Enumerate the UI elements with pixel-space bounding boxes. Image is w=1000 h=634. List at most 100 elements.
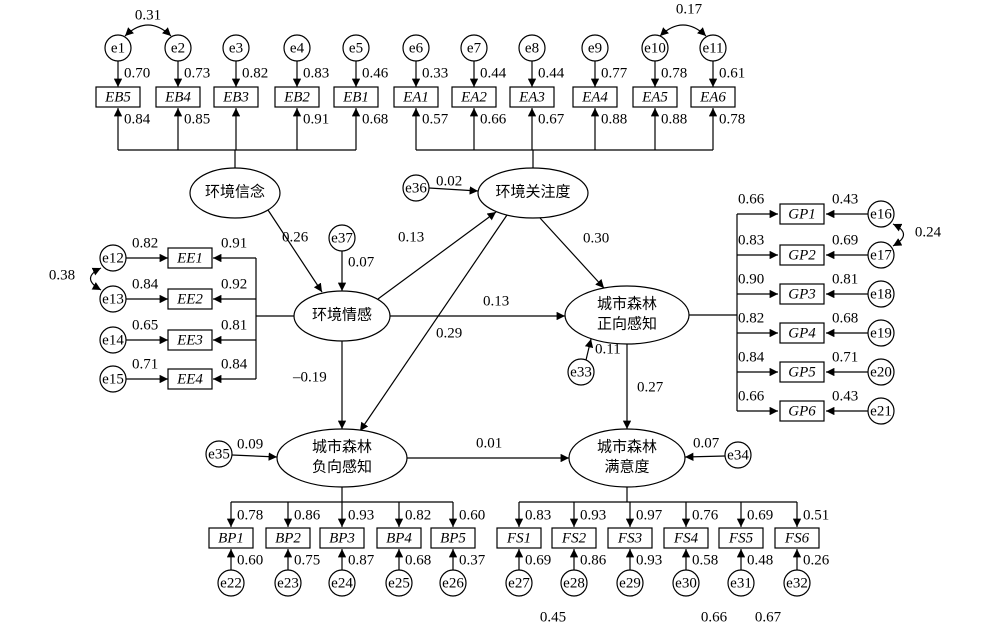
fs_items-error-circle [727,569,755,597]
gp-indicator-box [779,361,825,383]
path-ee-ea-arrow [377,211,497,300]
disturbance-bp-arrow [231,452,278,461]
fs_items-indicator-box [607,527,653,549]
eb_items-r2: 0.73 [184,65,210,81]
latent-satisfaction [568,428,686,488]
fs_items-error-label: e31 [730,575,752,591]
ea_items-indicator-label: EA1 [402,89,429,105]
eb_items-indicator-box [155,86,201,108]
ee-indicator-box [167,368,213,390]
path-ea-bp-value: 0.29 [436,325,462,341]
ea_items-indicator-label: EA6 [699,89,726,105]
eb_items-indicator-label: EB5 [104,89,131,105]
gp-r2: 0.71 [832,349,858,365]
ee-error-label: e12 [102,250,124,266]
bp_items-indicator-box [376,527,422,549]
ee-indicator-label: EE1 [176,250,203,266]
ea_items-r2: 0.44 [480,65,507,81]
bp_items-indicator-label: BP3 [329,530,355,546]
bp_items-indicator-label: BP2 [275,530,301,546]
fs_items-error-circle [505,569,533,597]
diagram-shapes [95,34,895,597]
ea_items-r2: 0.61 [719,65,745,81]
eb_items-error-circle [164,34,192,62]
stray-value: 0.66 [701,609,728,625]
disturbance-gp-circle [567,358,595,386]
ee-indicator-label: EE3 [176,332,203,348]
fs_items-r2: 0.93 [636,552,662,568]
fs_items-indicator-box [663,527,709,549]
bp_items-loading: 0.82 [405,507,431,523]
bp_items-r2: 0.60 [237,552,263,568]
ee-indicator-label: EE2 [176,291,203,307]
latent-gp-label-2: 正向感知 [597,315,657,332]
gp-loading: 0.90 [738,271,764,287]
fs_items-r2: 0.48 [747,552,773,568]
ee-indicator-box [167,329,213,351]
latent-ee-label: 环境情感 [312,305,372,323]
ea_items-indicator-box [572,86,618,108]
eb_items-indicator-label: EB3 [222,89,249,105]
ea_items-error-label: e8 [525,40,539,56]
cov-e12-e13-arrow [89,267,102,291]
cov-e16-e17-value: 0.24 [915,224,942,240]
bp_items-error-circle [439,569,467,597]
fs_items-error-circle [560,569,588,597]
eb_items-indicator-label: EB1 [342,89,369,105]
disturbance-ea-label: e36 [405,180,427,196]
ea_items-error-circle [460,34,488,62]
gp-error-circle [867,358,895,386]
gp-indicator-label: GP3 [788,286,816,302]
fs_items-error-label: e30 [675,575,697,591]
eb_items-r2: 0.82 [242,65,268,81]
disturbance-ea-circle [402,174,430,202]
bp_items-r2: 0.37 [459,552,486,568]
ee-error-circle [99,326,127,354]
path-eb-ee-value: 0.26 [282,229,309,245]
fs_items-indicator-label: FS3 [617,530,642,546]
ee-error-circle [99,285,127,313]
ea_items-r2: 0.44 [538,65,565,81]
fs_items-loading: 0.51 [803,507,829,523]
bp_items-indicator-box [208,527,254,549]
latent-environmental-concern [477,167,589,219]
ea_items-error-circle [518,34,546,62]
ea_items-error-label: e7 [467,40,482,56]
bp_items-r2: 0.68 [405,552,431,568]
ee-error-label: e15 [102,371,124,387]
fs_items-error-circle [783,569,811,597]
ea_items-indicator-box [509,86,555,108]
gp-indicator-box [779,322,825,344]
connector-lines [89,24,905,570]
eb_items-error-label: e1 [111,40,125,56]
bp_items-loading: 0.93 [348,507,374,523]
fs_items-error-label: e28 [563,575,585,591]
fs_items-loading: 0.97 [636,507,663,523]
bp_items-indicator-label: BP4 [386,530,412,546]
ea_items-indicator-label: EA3 [518,89,545,105]
ee-indicator-box [167,288,213,310]
stray-value: 0.45 [540,609,566,625]
fs_items-indicator-label: FS1 [506,530,531,546]
cov-e10-e11-arrow [659,24,707,37]
eb_items-r2: 0.46 [362,65,389,81]
eb_items-indicator-label: EB4 [164,89,191,105]
gp-loading: 0.66 [738,191,765,207]
ea_items-loading: 0.57 [422,111,449,127]
eb_items-indicator-box [95,86,141,108]
ea_items-indicator-box [451,86,497,108]
gp-r2: 0.43 [832,388,858,404]
ee-error-circle [99,244,127,272]
fs_items-error-label: e32 [786,575,808,591]
latent-fs-label-1: 城市森林 [597,438,657,455]
ee-r2: 0.71 [132,356,158,372]
latent-fs-label-2: 满意度 [604,457,649,475]
cov-e1-e2-arrow [124,24,172,37]
latent-negative-perception [276,428,408,488]
gp-indicator-box [779,400,825,422]
gp-error-label: e17 [870,247,892,263]
gp-loading: 0.82 [738,310,764,326]
ea_items-error-label: e10 [644,40,666,56]
disturbance-ea-value: 0.02 [436,173,462,189]
fs_items-r2: 0.26 [803,552,830,568]
